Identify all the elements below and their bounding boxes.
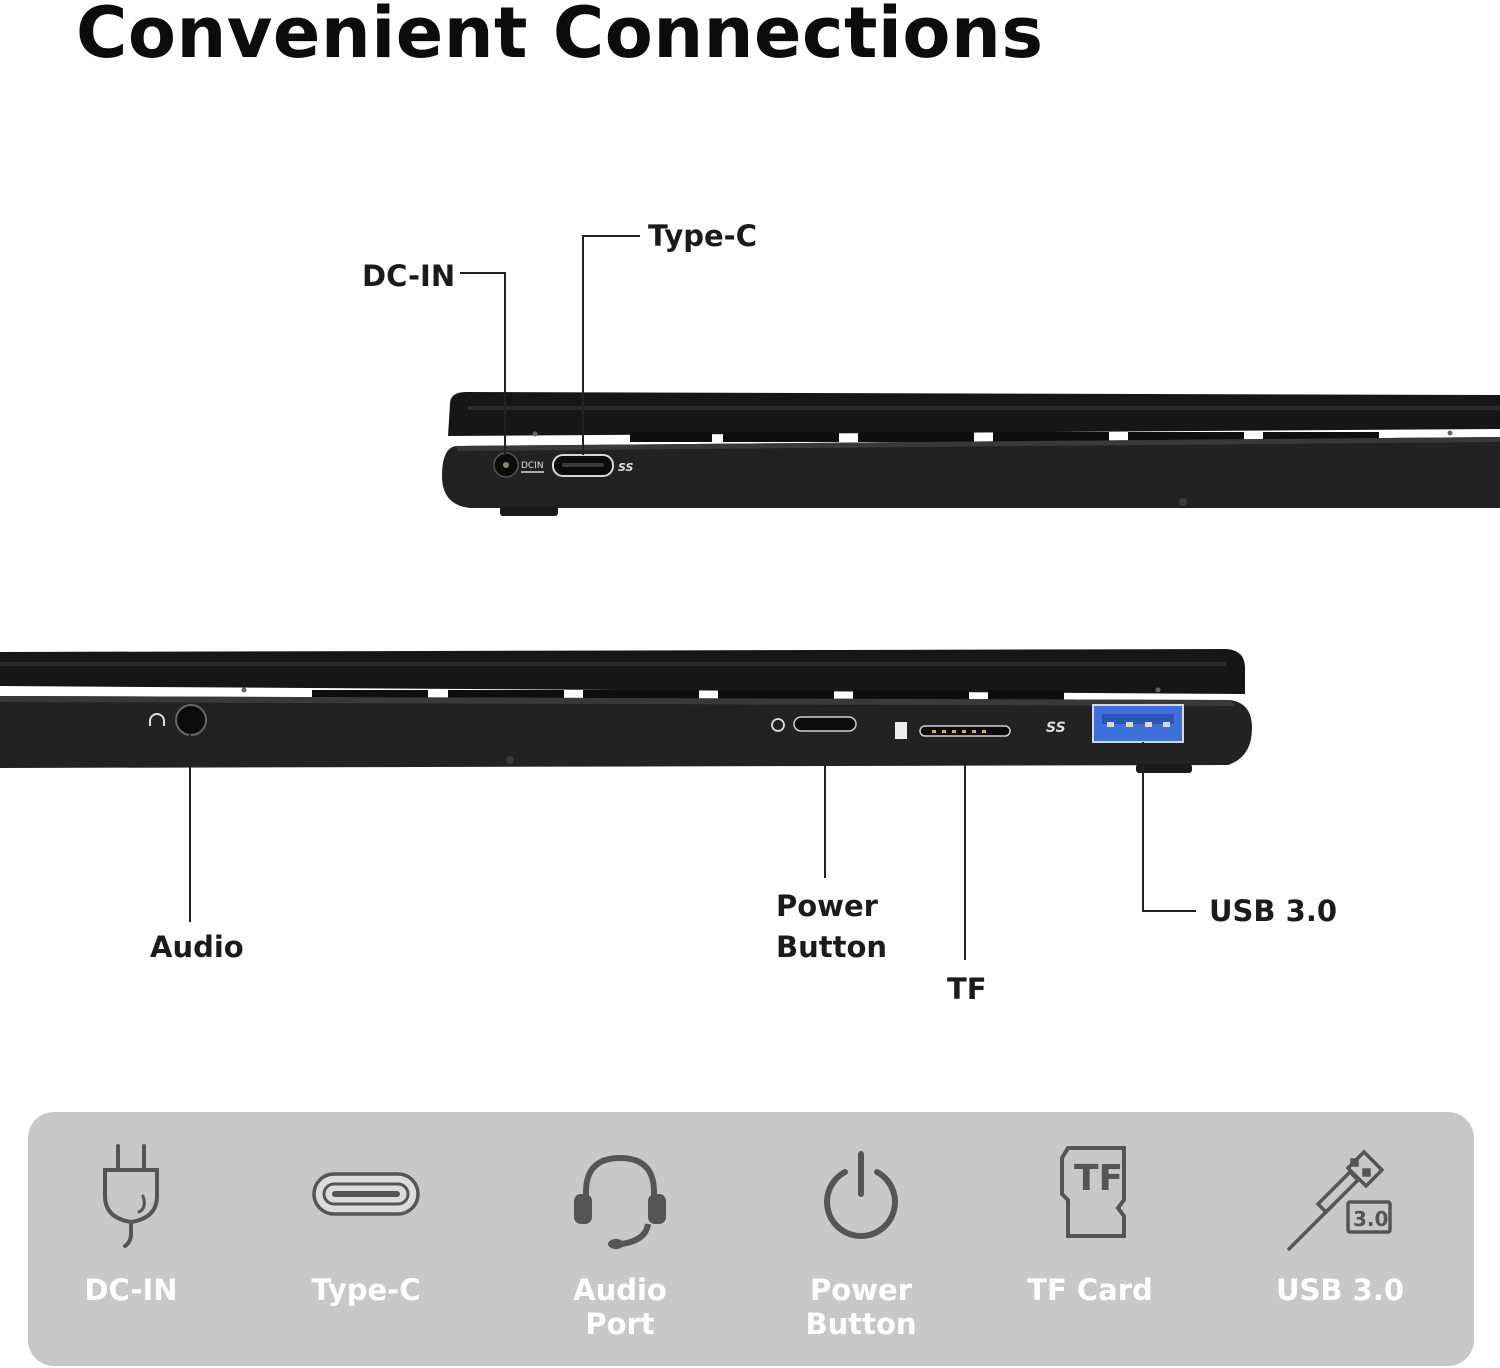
usb-leader-line [1142, 742, 1196, 912]
callout-power-button: Power Button [776, 886, 887, 968]
laptop-right-side-view: SS [0, 649, 1252, 773]
type-c-ss-marking: SS [618, 461, 634, 474]
usb-3-icon-text: 3.0 [1353, 1207, 1388, 1231]
feature-type-c-label: Type-C [311, 1273, 421, 1307]
page-title: Convenient Connections [76, 0, 1044, 74]
feature-dc-in: DC-IN [31, 1112, 231, 1366]
type-c-leader-line [582, 235, 640, 455]
dc-in-port-marking: DCIN [521, 461, 544, 471]
feature-type-c: Type-C [266, 1112, 466, 1366]
dc-in-leader-line [460, 272, 506, 455]
power-button-slot [793, 716, 857, 732]
feature-tf-card-label: TF Card [1027, 1273, 1153, 1307]
laptop-side-views-diagram: DCIN SS [0, 235, 1500, 960]
callout-power-line2: Button [776, 930, 888, 964]
callout-dc-in: DC-IN [362, 259, 456, 293]
features-panel: DC-IN Type-C Audio Port [28, 1112, 1474, 1366]
feature-dc-in-label: DC-IN [84, 1273, 178, 1307]
feature-power-button: Power Button [761, 1112, 961, 1366]
audio-jack [175, 704, 207, 736]
feature-audio-label-line2: Port [585, 1307, 655, 1341]
feature-power-label-line1: Power [810, 1273, 912, 1307]
feature-tf-card: TF TF Card [990, 1112, 1190, 1366]
callout-type-c: Type-C [648, 219, 757, 253]
callout-audio: Audio [150, 930, 244, 964]
headset-icon [574, 1154, 666, 1249]
usb-c-port-icon [312, 1172, 420, 1216]
power-plug-icon [103, 1144, 159, 1248]
feature-usb-3: 3.0 USB 3.0 [1240, 1112, 1440, 1366]
tf-card-icon-text: TF [1074, 1158, 1123, 1199]
usb-3-icon: 3.0 [1286, 1149, 1392, 1252]
callout-power-line1: Power [776, 889, 878, 923]
tf-card-icon: TF [1060, 1146, 1126, 1238]
laptop-left-side-view: DCIN SS [442, 392, 1500, 516]
feature-audio-port: Audio Port [520, 1112, 720, 1366]
feature-power-label-line2: Button [805, 1307, 917, 1341]
feature-audio-label-line1: Audio [573, 1273, 667, 1307]
feature-usb-3-label: USB 3.0 [1275, 1273, 1404, 1307]
callout-tf: TF [947, 972, 987, 1006]
callout-usb: USB 3.0 [1209, 894, 1338, 928]
power-symbol-icon [824, 1151, 898, 1239]
usb-ss-marking: SS [1046, 720, 1066, 736]
